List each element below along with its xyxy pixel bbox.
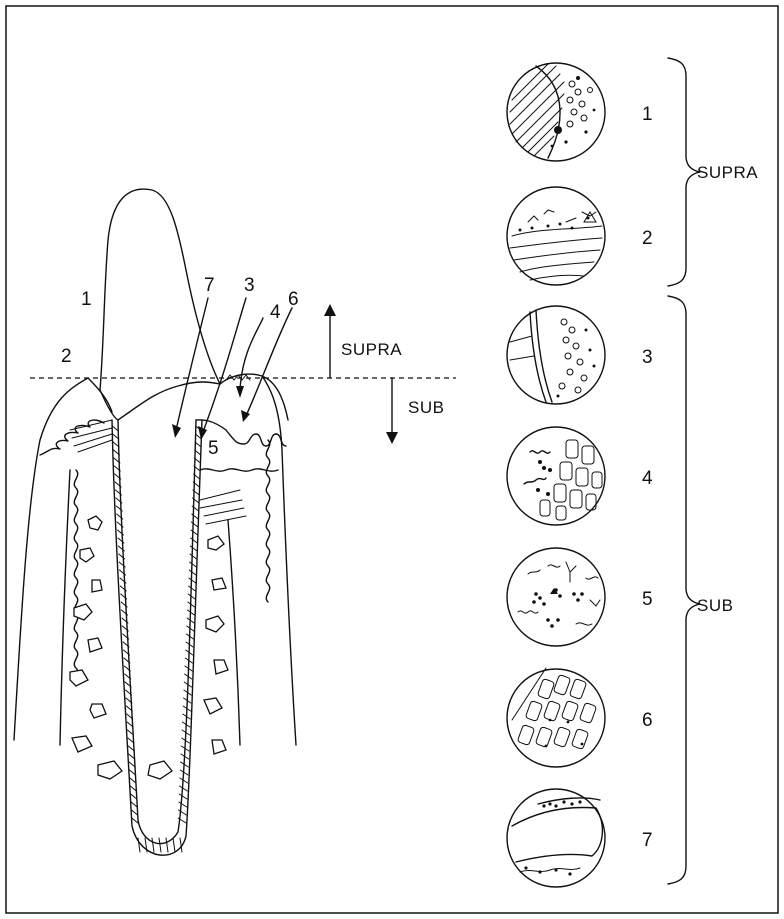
- micro-panel-4: 4: [507, 427, 653, 525]
- level-label-supra: SUPRA: [341, 340, 402, 359]
- tooth-label-7: 7: [204, 275, 215, 296]
- left-fibres: [70, 420, 112, 452]
- cementum-hatch-mark: [179, 794, 187, 799]
- figure-frame: [6, 6, 778, 913]
- cementum-hatch-mark: [132, 818, 138, 823]
- micro-panel-7-label: 7: [642, 830, 653, 851]
- micro-panel-1: 1: [507, 63, 653, 161]
- level-label-sub: SUB: [408, 398, 444, 417]
- tooth-label-4: 4: [270, 302, 281, 323]
- cementum-hatch-mark: [191, 530, 198, 535]
- right-epithelium-wave: [226, 430, 286, 446]
- tooth-label-2: 2: [61, 346, 72, 367]
- cementum-hatch-mark: [173, 838, 175, 852]
- bone-trabeculae-left: [70, 516, 122, 779]
- cementum-hatch-mark: [112, 426, 118, 431]
- cementum-hatch-mark: [179, 802, 187, 807]
- tooth-crown: [100, 189, 220, 390]
- left-bone-wave: [74, 470, 77, 686]
- brace-supra: [668, 58, 700, 286]
- right-fibres: [200, 490, 246, 524]
- micro-panel-2-bacteria: [519, 210, 597, 232]
- cementum-hatch-mark: [180, 786, 188, 791]
- cementum-hatch-mark: [138, 838, 140, 852]
- cementum-hatch-mark: [166, 838, 168, 852]
- cementum-hatch-mark: [152, 838, 154, 852]
- cementum-hatch-mark: [132, 810, 138, 815]
- micro-panels: 1 2: [507, 58, 758, 887]
- micro-panel-3-label: 3: [642, 347, 653, 368]
- cementum-hatch-mark: [190, 554, 197, 559]
- cementum-hatch-mark: [131, 802, 137, 807]
- cementum-hatch-mark: [189, 570, 196, 575]
- micro-panel-6-label: 6: [642, 710, 653, 731]
- left-bone-line: [60, 470, 70, 745]
- right-bone-line: [228, 520, 240, 745]
- cementum-hatch-mark: [159, 838, 161, 852]
- sub-arrow: [386, 378, 398, 444]
- micro-panel-5: 5: [507, 548, 653, 646]
- right-bone-wave: [266, 440, 269, 602]
- micro-panel-7: 7: [507, 789, 653, 887]
- micro-panel-4-bacteria: [524, 451, 552, 496]
- cementum-hatch-mark: [190, 546, 197, 551]
- micro-panel-5-label: 5: [642, 589, 653, 610]
- cementum-hatch-mark: [130, 786, 136, 791]
- micro-panel-7-plaque: [520, 800, 582, 875]
- tooth-section: 1 2 7 3 4 6 5 SUPRA SUB: [14, 189, 456, 855]
- cementum-hatch-mark: [189, 586, 196, 591]
- cementum-hatch-mark: [131, 794, 137, 799]
- brace-label-supra: SUPRA: [697, 163, 758, 182]
- micro-panel-1-label: 1: [642, 104, 653, 125]
- cementum-hatch-mark: [190, 562, 197, 567]
- micro-panel-6: 6: [507, 668, 653, 767]
- tooth-label-6: 6: [288, 289, 299, 310]
- supra-arrow: [324, 304, 336, 378]
- cementum-hatch-mark: [191, 538, 198, 543]
- tooth-cej: [100, 382, 220, 420]
- micro-panel-5-spirochetes: [518, 562, 600, 625]
- micro-panel-2-label: 2: [642, 228, 653, 249]
- tooth-label-1: 1: [81, 289, 92, 310]
- micro-panel-3: 3: [507, 306, 653, 404]
- brace-sub: [668, 296, 700, 884]
- micro-panel-2: 2: [507, 187, 653, 285]
- micro-panel-5-cocci: [532, 588, 584, 628]
- cementum-hatch-mark: [189, 578, 196, 583]
- cementum-band-outer: [112, 420, 202, 855]
- micro-panel-4-label: 4: [642, 468, 653, 489]
- micro-panel-3-cocci: [557, 319, 596, 398]
- brace-label-sub: SUB: [697, 596, 733, 615]
- tooth-label-5: 5: [208, 438, 219, 459]
- micro-panel-6-dots: [545, 719, 584, 748]
- tooth-label-3: 3: [244, 275, 255, 296]
- micro-panel-1-cocci: [551, 76, 596, 147]
